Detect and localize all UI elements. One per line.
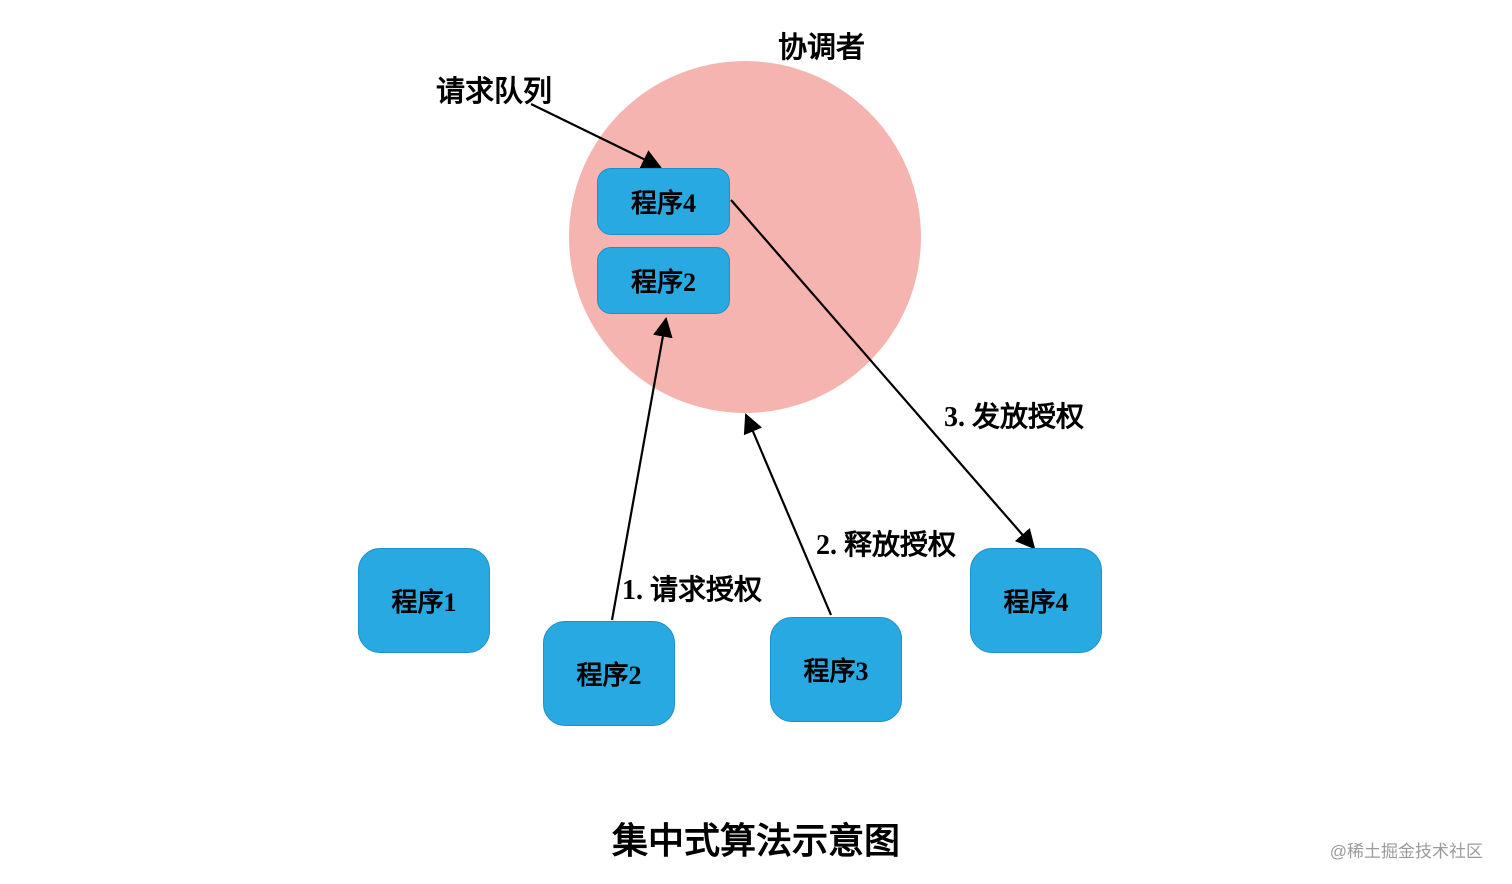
process-box-program2: 程序2 xyxy=(543,621,675,726)
release-authorization-arrow xyxy=(743,413,833,616)
grant-authorization-label: 3. 发放授权 xyxy=(944,402,1085,433)
queue-item-label: 程序2 xyxy=(630,268,696,297)
process-box-program4: 程序4 xyxy=(970,548,1102,653)
process-box-label: 程序3 xyxy=(803,657,869,686)
queue-item-program2: 程序2 xyxy=(597,247,730,314)
diagram-title: 集中式算法示意图 xyxy=(611,821,900,861)
coordinator-label: 协调者 xyxy=(778,32,866,64)
request-queue-label: 请求队列 xyxy=(436,76,553,108)
queue-item-label: 程序4 xyxy=(630,189,696,218)
process-box-label: 程序2 xyxy=(576,661,642,690)
request-authorization-label: 1. 请求授权 xyxy=(622,575,763,606)
grant-authorization-arrow xyxy=(730,199,1036,550)
request-queue-arrow xyxy=(530,103,662,169)
process-box-program3: 程序3 xyxy=(770,617,902,722)
queue-item-program4: 程序4 xyxy=(597,168,730,235)
release-authorization-label: 2. 释放授权 xyxy=(816,530,957,561)
request-authorization-arrow xyxy=(610,317,673,621)
process-box-program1: 程序1 xyxy=(358,548,490,653)
process-box-label: 程序1 xyxy=(391,588,457,617)
process-box-label: 程序4 xyxy=(1003,588,1069,617)
watermark: @稀土掘金技术社区 xyxy=(1329,842,1483,861)
coordinator-circle xyxy=(569,61,921,413)
